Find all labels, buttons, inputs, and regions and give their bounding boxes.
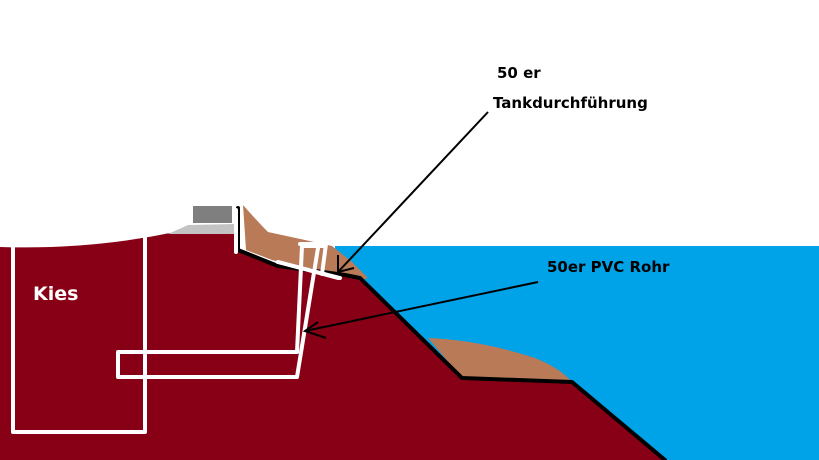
stone-edging-dark	[193, 206, 232, 223]
pond-liner	[236, 206, 667, 460]
arrowhead-pvc-pipe	[302, 321, 327, 339]
sand-layer-ledge	[428, 338, 572, 382]
pvc-pipe-label: 50er PVC Rohr	[547, 258, 670, 276]
gravel-label: Kies	[33, 283, 78, 305]
arrowhead-tank-feedthrough	[337, 255, 355, 274]
tank-feedthrough-label-line1: 50 er	[497, 64, 541, 82]
stone-edging-light	[168, 224, 236, 234]
arrow-tank-feedthrough	[337, 111, 489, 273]
pvc-pipe	[116, 208, 340, 379]
soil-ground	[0, 232, 665, 460]
tank-feedthrough	[276, 242, 342, 280]
tank-feedthrough-label-line2: Tankdurchführung	[493, 94, 648, 112]
arrow-pvc-pipe	[304, 281, 539, 332]
gravel-chamber-outline	[11, 236, 147, 434]
